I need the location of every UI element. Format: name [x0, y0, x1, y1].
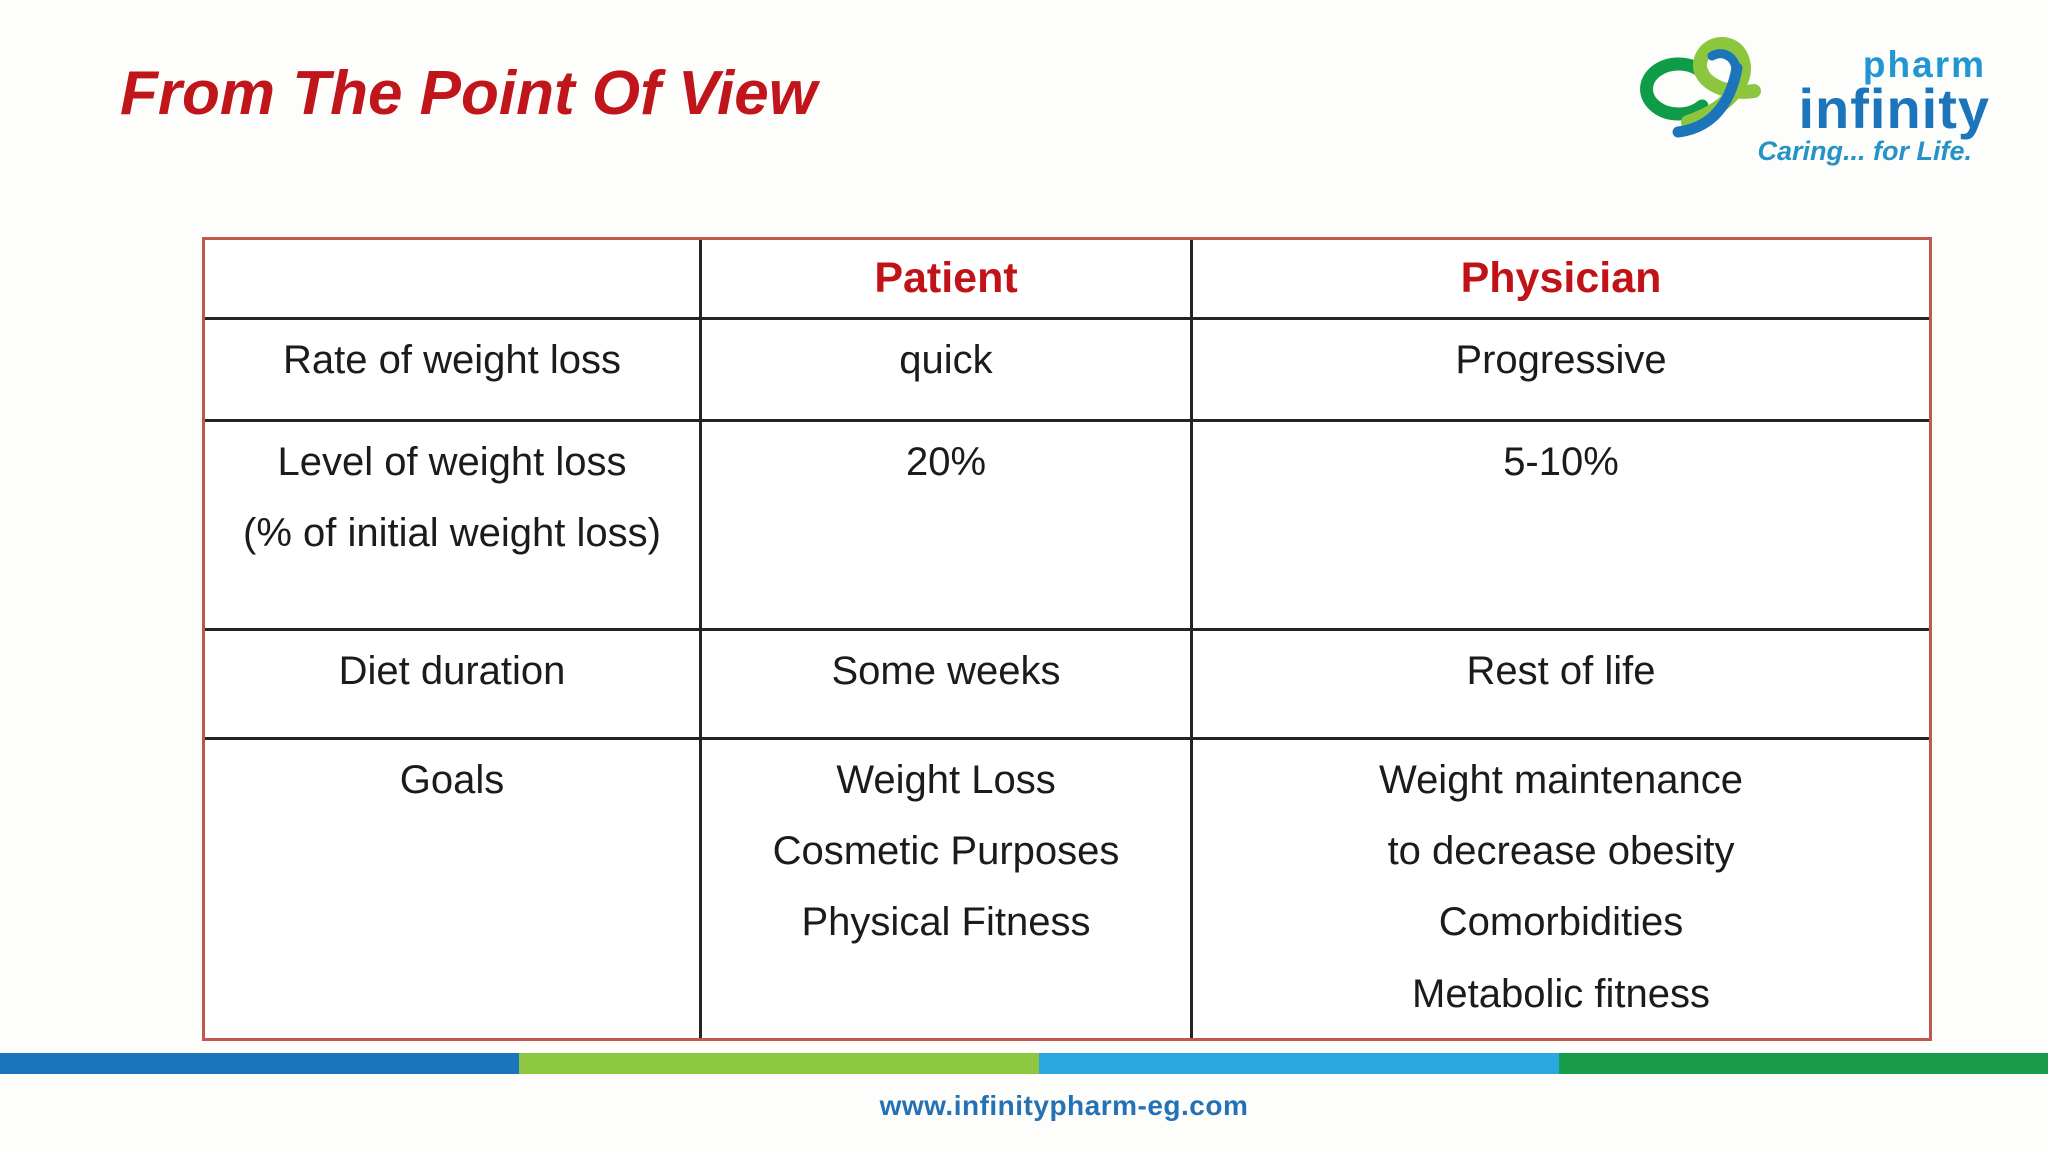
table-cell: quick	[702, 320, 1193, 422]
table-cell: Progressive	[1193, 320, 1929, 422]
bottom-color-bar	[0, 1053, 2048, 1074]
table-header-patient: Patient	[702, 240, 1193, 320]
infinity-pharm-logo: pharm infinity Caring... for Life.	[1630, 18, 1990, 188]
logo-tagline-text: Caring... for Life.	[1757, 136, 1972, 166]
bar-segment-green	[1559, 1053, 2048, 1074]
bar-segment-light-green	[519, 1053, 1039, 1074]
page-title: From The Point Of View	[120, 59, 817, 128]
comparison-table: Patient Physician Rate of weight loss qu…	[202, 237, 1932, 1041]
footer-url: www.infinitypharm-eg.com	[879, 1090, 1249, 1121]
bar-segment-dark-blue	[0, 1053, 519, 1074]
table-header-empty	[205, 240, 702, 320]
table-cell: 20%	[702, 422, 1193, 631]
bar-segment-light-blue	[1039, 1053, 1559, 1074]
table-row-label: Rate of weight loss	[205, 320, 702, 422]
infinity-swirl-icon	[1640, 37, 1761, 138]
table-row-label: Level of weight loss (% of initial weigh…	[205, 422, 702, 631]
table-cell: Weight maintenance to decrease obesity C…	[1379, 758, 1743, 1016]
table-cell: 5-10%	[1193, 422, 1929, 631]
logo-pharm-text: pharm	[1862, 44, 1986, 85]
table-row-label: Diet duration	[205, 631, 702, 740]
logo-infinity-text: infinity	[1798, 77, 1990, 140]
table-row-label: Goals	[205, 740, 702, 1038]
table-cell: Weight Loss Cosmetic Purposes Physical F…	[702, 740, 1193, 1038]
table-header-physician: Physician	[1193, 240, 1929, 320]
table-cell: Some weeks	[702, 631, 1193, 740]
table-cell: Rest of life	[1193, 631, 1929, 740]
